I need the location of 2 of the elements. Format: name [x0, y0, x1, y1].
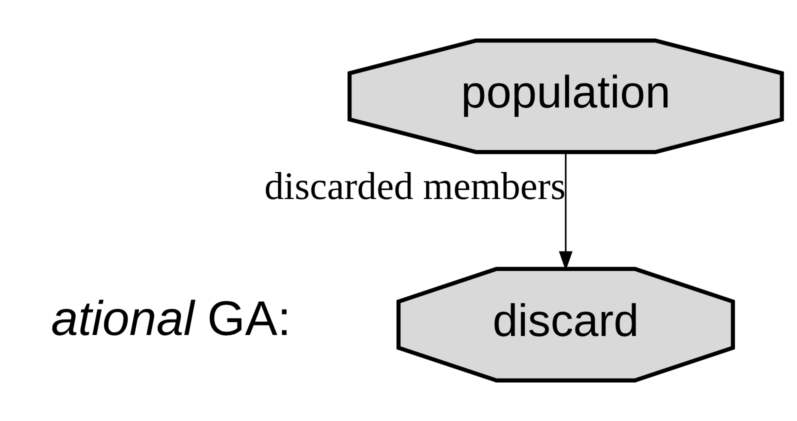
- label: ational GA:: [51, 292, 291, 346]
- edge-label: discarded members: [264, 165, 566, 208]
